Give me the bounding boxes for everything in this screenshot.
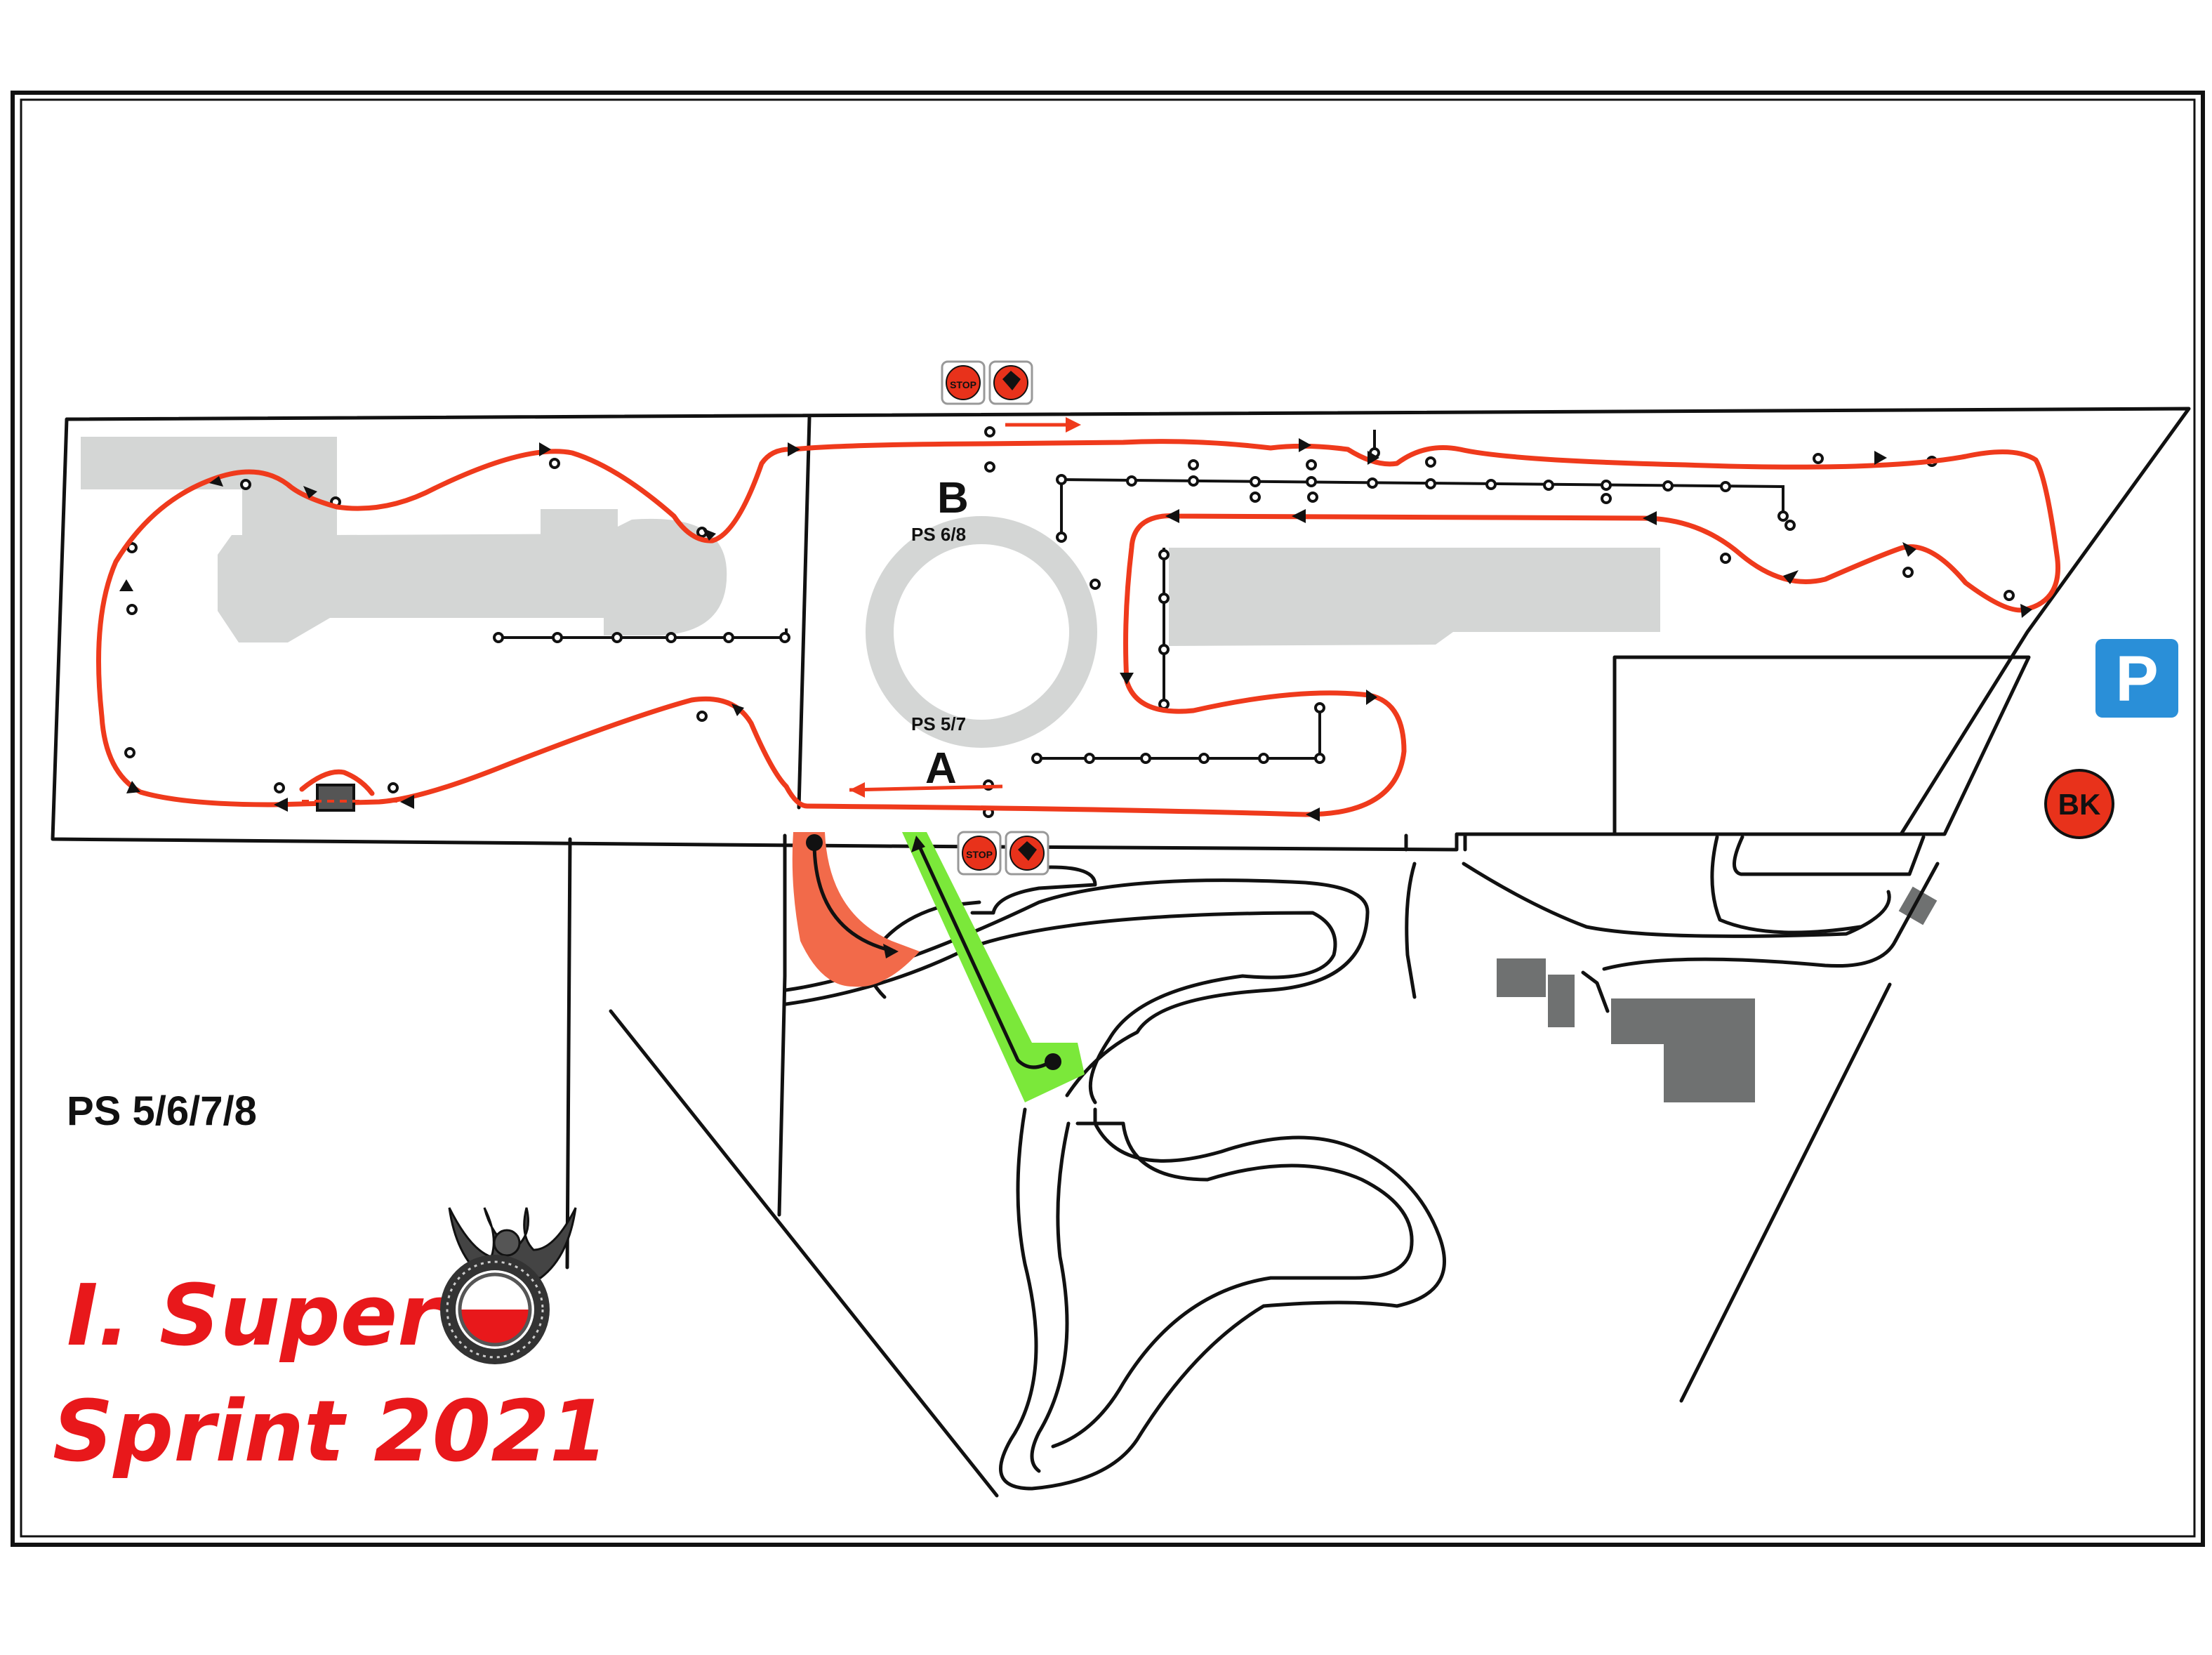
dark-buildings bbox=[1497, 886, 1938, 1102]
timing-box bbox=[302, 784, 400, 812]
start-zone bbox=[792, 832, 920, 987]
stage-b-label: PS 6/8 bbox=[911, 524, 966, 545]
finish-zone bbox=[902, 832, 1085, 1102]
parking-sign-icon: P bbox=[2095, 639, 2178, 718]
title-line-2: Sprint 2021 bbox=[53, 1383, 608, 1481]
point-a-label: A bbox=[925, 744, 957, 793]
cones bbox=[124, 426, 2015, 818]
buildings bbox=[81, 437, 1660, 646]
automobilklub-eagle-logo bbox=[440, 1207, 577, 1364]
roundabout bbox=[866, 516, 1097, 748]
svg-text:STOP: STOP bbox=[966, 849, 993, 860]
stages-label: PS 5/6/7/8 bbox=[67, 1088, 257, 1134]
svg-text:STOP: STOP bbox=[950, 379, 976, 390]
point-b-label: B bbox=[937, 474, 969, 522]
map-frame bbox=[11, 91, 2205, 1547]
finish-flag-icon bbox=[988, 360, 1033, 405]
svg-text:BK: BK bbox=[2058, 788, 2101, 821]
stage-a-label: PS 5/7 bbox=[911, 713, 966, 734]
finish-flag-icon-bottom bbox=[1005, 831, 1049, 876]
stop-sign-top: STOP bbox=[941, 360, 986, 405]
title-line-1: I. Super bbox=[67, 1267, 444, 1365]
bk-badge: BK bbox=[2044, 769, 2114, 839]
stage-route bbox=[96, 417, 2060, 822]
svg-text:P: P bbox=[2115, 643, 2158, 715]
stop-sign-bottom: STOP bbox=[957, 831, 1002, 876]
